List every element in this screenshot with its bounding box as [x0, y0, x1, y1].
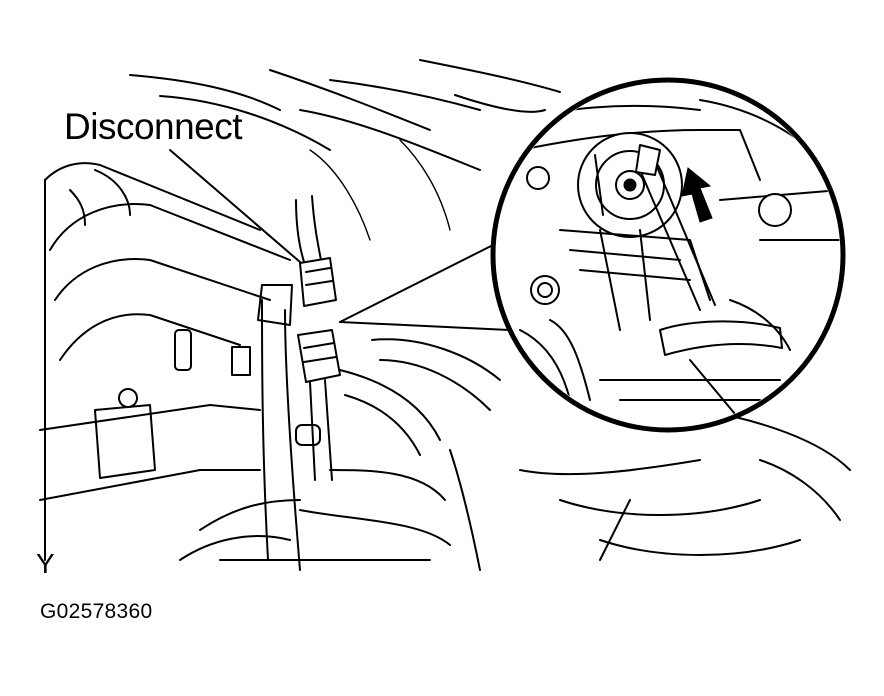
magnifier-pointer-upper	[339, 244, 494, 323]
engine-background-lines	[39, 59, 851, 571]
magnifier-pointer-lower	[339, 321, 511, 331]
view-marker-label: Y	[36, 548, 55, 579]
arrow-up-icon	[681, 167, 713, 223]
detail-magnifier	[490, 77, 846, 433]
callout-leader-line	[169, 149, 301, 263]
disconnect-callout-label: Disconnect	[64, 106, 243, 147]
figure-id-label: G02578360	[40, 600, 153, 623]
